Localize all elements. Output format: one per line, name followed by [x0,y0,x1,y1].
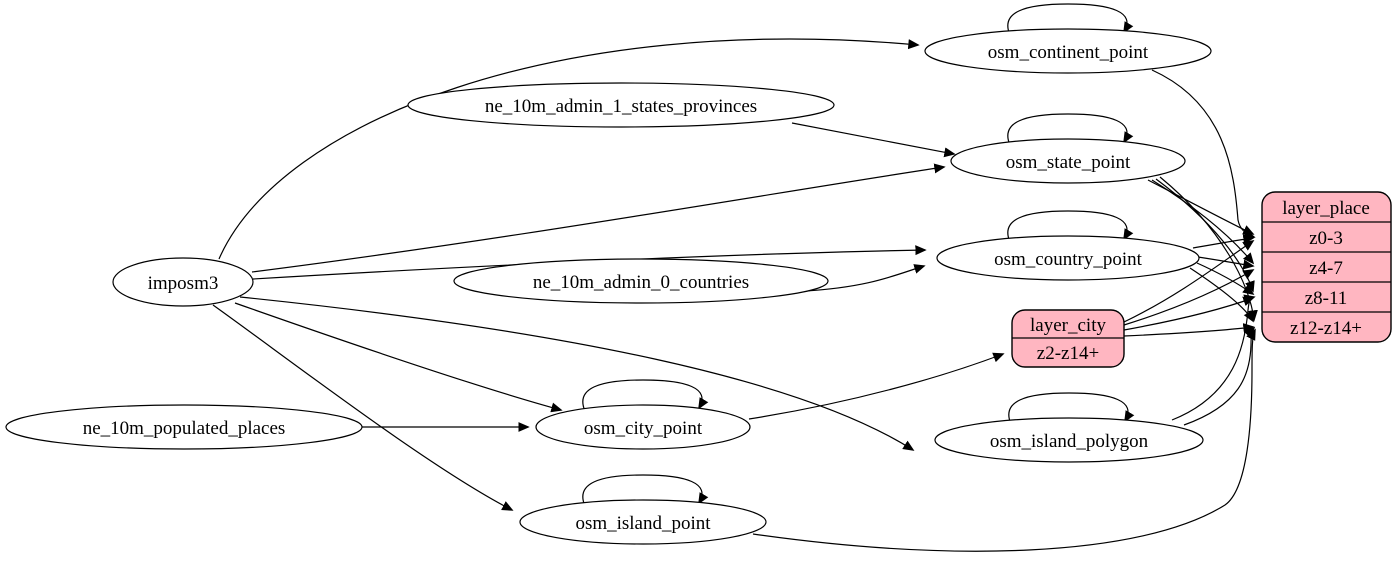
ne-pop-ellipse [5,404,363,450]
edge-osm-country-point-to-layer-place-z12-z14 [1189,267,1254,323]
osm-island-polygon-label: osm_island_polygon [990,431,1149,452]
edge-ne-admin1-to-osm-state-point [791,122,956,158]
edge-imposm3-to-osm-state-point [251,163,946,273]
node-osm-island-point: osm_island_point [519,499,767,545]
ne-admin1-label: ne_10m_admin_1_states_provinces [485,96,757,117]
layer-place-row-z4-7: z4-7 [1309,258,1343,279]
edge-imposm3-to-osm-continent-point [218,38,920,260]
node-ne-10m-admin-1-states-provinces: ne_10m_admin_1_states_provinces [407,82,835,128]
edge-ne-admin0-to-osm-country-point [804,264,926,292]
node-osm-city-point: osm_city_point [535,404,751,450]
imposm3-label: imposm3 [148,273,219,294]
layer-city-row-z2-z14: z2-z14+ [1037,343,1099,364]
layer-place-box [1261,191,1392,343]
osm-island-point-ellipse [519,499,767,545]
edge-osm-island-point-to-layer-place-z12-z14 [752,328,1256,552]
ne-admin0-label: ne_10m_admin_0_countries [533,272,749,293]
osm-state-point-label: osm_state_point [1006,152,1131,173]
imposm3-ellipse [112,257,254,307]
edge-osm-country-point-to-layer-place-z0-3 [1192,234,1255,249]
node-osm-continent-point: osm_continent_point [924,28,1212,74]
edges-group [212,3,1258,552]
edge-osm-island-polygon-to-layer-place-z12-z14 [1183,326,1256,426]
edge-osm-state-point-to-layer-place-z4-7 [1151,179,1255,265]
layer-place-title: layer_place [1282,198,1370,219]
self-loop-osm-country-point [1007,210,1134,243]
edge-osm-country-point-to-layer-place-z8-11 [1196,262,1255,295]
edge-imposm3-to-osm-island-point [212,304,514,511]
osm-city-point-ellipse [535,404,751,450]
edge-layer-city-to-layer-place-z8-11 [1123,296,1255,331]
node-ne-10m-populated-places: ne_10m_populated_places [5,404,363,450]
ne-pop-label: ne_10m_populated_places [83,418,286,439]
self-loop-osm-island-polygon [1008,392,1135,425]
ne-admin0-ellipse [453,258,829,304]
edge-imposm3-to-osm-island-polygon [239,296,915,451]
ne-admin1-ellipse [407,82,835,128]
osm-island-point-label: osm_island_point [575,513,711,534]
record-layer-place: layer_place z0-3 z4-7 z8-11 z12-z14+ [1261,191,1392,343]
node-osm-country-point: osm_country_point [936,235,1200,281]
self-loop-osm-continent-point [1007,3,1134,36]
osm-country-point-ellipse [936,235,1200,281]
self-loop-osm-city-point [582,379,709,412]
osm-country-point-label: osm_country_point [994,249,1142,270]
edge-osm-state-point-to-layer-place-z12-z14 [1159,176,1258,322]
node-osm-state-point: osm_state_point [950,138,1186,184]
record-layer-city: layer_city z2-z14+ [1011,309,1125,368]
edge-layer-city-to-layer-place-z4-7 [1123,269,1255,326]
node-ne-10m-admin-0-countries: ne_10m_admin_0_countries [453,258,829,304]
osm-continent-point-ellipse [924,28,1212,74]
osm-state-point-ellipse [950,138,1186,184]
edge-osm-country-point-to-layer-place-z4-7 [1197,256,1255,270]
edge-osm-state-point-to-layer-place-z8-11 [1155,178,1255,293]
layer-place-row-z12-z14: z12-z14+ [1290,318,1362,339]
self-loop-osm-state-point [1007,113,1134,146]
osm-continent-point-label: osm_continent_point [988,42,1149,63]
node-imposm3: imposm3 [112,257,254,307]
edge-layer-city-to-layer-place-z12-z14 [1123,323,1255,337]
edge-imposm3-to-osm-city-point [234,302,563,413]
layer-place-row-z8-11: z8-11 [1305,288,1348,309]
edge-osm-city-point-to-layer-city-z2-z14 [748,352,1005,420]
edge-osm-island-polygon-to-layer-place-z8-11 [1171,294,1256,421]
self-loop-osm-island-point [582,474,709,507]
node-osm-island-polygon: osm_island_polygon [934,417,1204,463]
layer-place-row-z0-3: z0-3 [1309,228,1343,249]
osm-city-point-label: osm_city_point [584,418,703,439]
osm-island-polygon-ellipse [934,417,1204,463]
edge-layer-city-to-layer-place-z0-3 [1123,240,1255,323]
layer-city-title: layer_city [1030,315,1106,336]
